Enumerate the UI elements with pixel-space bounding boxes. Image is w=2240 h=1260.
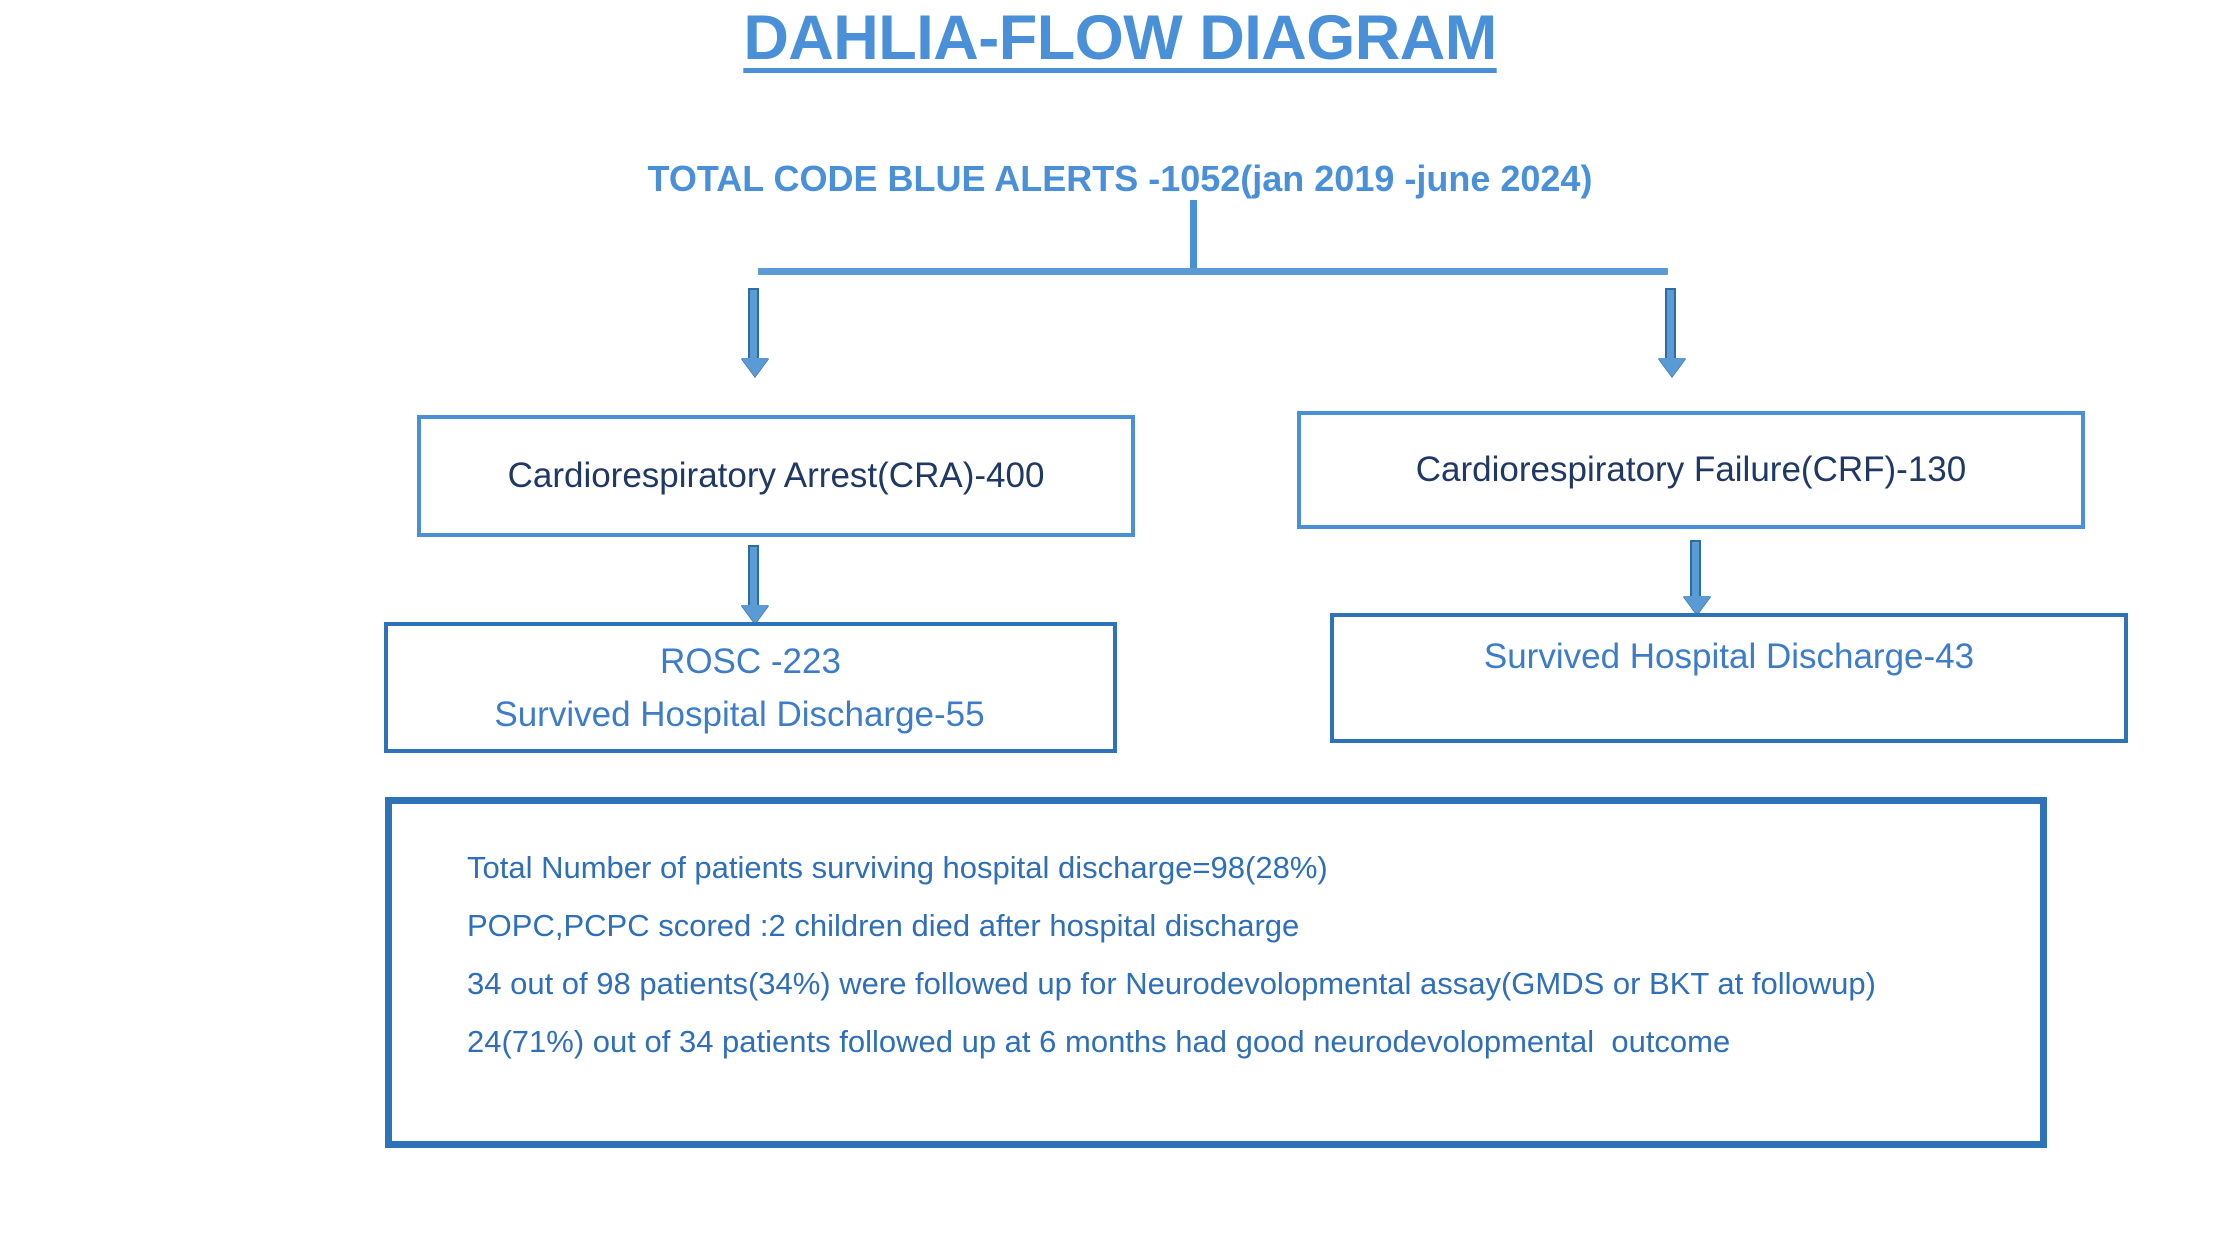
arrow-head <box>741 605 769 624</box>
connector-horizontal-bar <box>758 268 1668 275</box>
arrow-shaft <box>1665 288 1676 360</box>
node-box-crf-discharge-label: Survived Hospital Discharge-43 <box>1483 637 1975 676</box>
node-box-rosc-line1: ROSC -223 <box>660 641 841 681</box>
page-title-text: DAHLIA-FLOW DIAGRAM <box>743 3 1497 73</box>
node-box-rosc-line2: Survived Hospital Discharge-55 <box>494 694 985 734</box>
node-box-cra-label: Cardiorespiratory Arrest(CRA)-400 <box>507 456 1045 495</box>
summary-box: Total Number of patients surviving hospi… <box>385 797 2047 1148</box>
node-box-rosc: ROSC -223 Survived Hospital Discharge-55 <box>384 622 1117 753</box>
summary-line-1: Total Number of patients surviving hospi… <box>467 850 1328 885</box>
arrow-head <box>1683 596 1711 615</box>
arrow-shaft <box>1690 540 1701 598</box>
summary-line-2: POPC,PCPC scored :2 children died after … <box>467 908 1300 943</box>
root-node-label: TOTAL CODE BLUE ALERTS -1052(jan 2019 -j… <box>647 158 1593 199</box>
node-box-crf-label: Cardiorespiratory Failure(CRF)-130 <box>1415 450 1967 489</box>
arrow-shaft <box>748 545 759 607</box>
page-title: DAHLIA-FLOW DIAGRAM <box>0 2 2240 74</box>
node-box-cra: Cardiorespiratory Arrest(CRA)-400 <box>417 415 1135 537</box>
summary-line-3: 34 out of 98 patients(34%) were followed… <box>467 966 1876 1001</box>
connector-stem-vertical <box>1190 200 1197 272</box>
arrow-shaft <box>748 288 759 360</box>
summary-line-4: 24(71%) out of 34 patients followed up a… <box>467 1024 1731 1059</box>
node-box-crf: Cardiorespiratory Failure(CRF)-130 <box>1297 411 2085 529</box>
arrow-head <box>1658 358 1686 377</box>
node-box-crf-discharge: Survived Hospital Discharge-43 <box>1330 613 2128 743</box>
arrow-head <box>741 358 769 377</box>
